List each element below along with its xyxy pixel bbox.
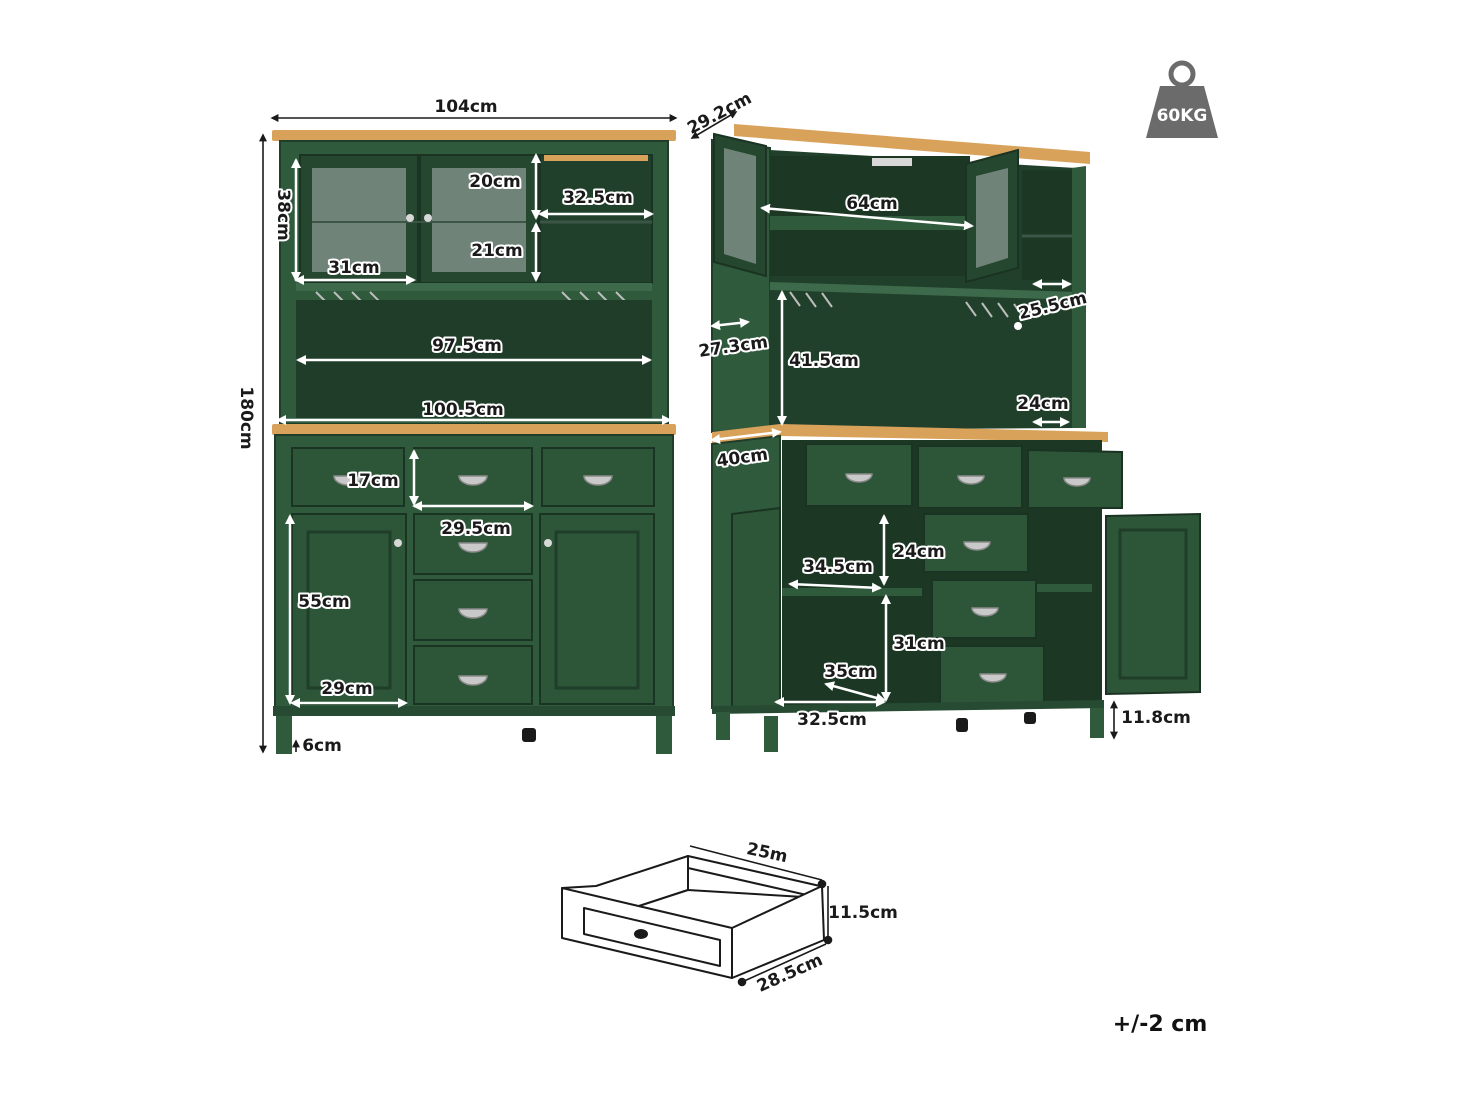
drawer-detail xyxy=(561,855,825,979)
label-bottom-width: 32.5cm xyxy=(797,710,867,730)
tolerance-note: +/-2 cm xyxy=(1113,1012,1208,1037)
label-drawer-height-detail: 11.5cm xyxy=(828,903,898,923)
label-door-width: 29cm xyxy=(321,679,372,699)
cup-handle-icons xyxy=(333,475,613,686)
label-front-height: 180cm xyxy=(236,386,256,449)
label-counter-width: 100.5cm xyxy=(422,400,504,420)
label-glass-door-width: 31cm xyxy=(328,258,379,278)
label-counter-side-depth: 24cm xyxy=(1017,394,1068,414)
front-door-right xyxy=(539,513,655,705)
drawer-dimension-lines xyxy=(689,845,833,987)
label-side-open-width: 32.5cm xyxy=(563,188,633,208)
weight-label: 60KG xyxy=(1157,106,1208,126)
label-lower-slot-height: 31cm xyxy=(893,634,944,654)
label-glass-bottom: 21cm xyxy=(471,241,522,261)
label-inner-width: 64cm xyxy=(846,194,897,214)
front-view-cabinet xyxy=(272,130,676,754)
label-open-shelf-width: 97.5cm xyxy=(432,336,502,356)
label-upper-height: 38cm xyxy=(273,189,293,240)
wine-glass-rack-right xyxy=(561,291,631,307)
label-leg-height: 11.8cm xyxy=(1121,708,1191,728)
side-dimension-lines xyxy=(690,111,1118,740)
label-open-height: 41.5cm xyxy=(789,351,859,371)
label-drawer-height: 17cm xyxy=(347,471,398,491)
wine-glass-rack-left xyxy=(315,291,385,307)
label-foot-height: 6cm xyxy=(302,736,342,756)
side-view-cabinet xyxy=(711,124,1201,752)
front-dimension-labels: 104cm 180cm 38cm 20cm 21cm 32.5cm 31cm 9… xyxy=(234,95,635,756)
label-glass-top: 20cm xyxy=(469,172,520,192)
side-dimension-labels: 29.2cm 64cm 25.5cm 27.3cm 41.5cm 24cm 40… xyxy=(684,88,1191,732)
front-dimension-lines xyxy=(259,114,678,754)
label-inner-shelf-depth: 34.5cm xyxy=(803,557,873,577)
label-door-height: 55cm xyxy=(298,592,349,612)
label-front-width: 104cm xyxy=(434,97,497,117)
weight-icon: 60KG xyxy=(1146,60,1218,138)
label-center-drawer-width: 29.5cm xyxy=(441,519,511,539)
label-drawer-depth: 25m xyxy=(745,839,790,867)
label-bottom-depth: 35cm xyxy=(824,662,875,682)
label-drawer-slot-height: 24cm xyxy=(893,542,944,562)
